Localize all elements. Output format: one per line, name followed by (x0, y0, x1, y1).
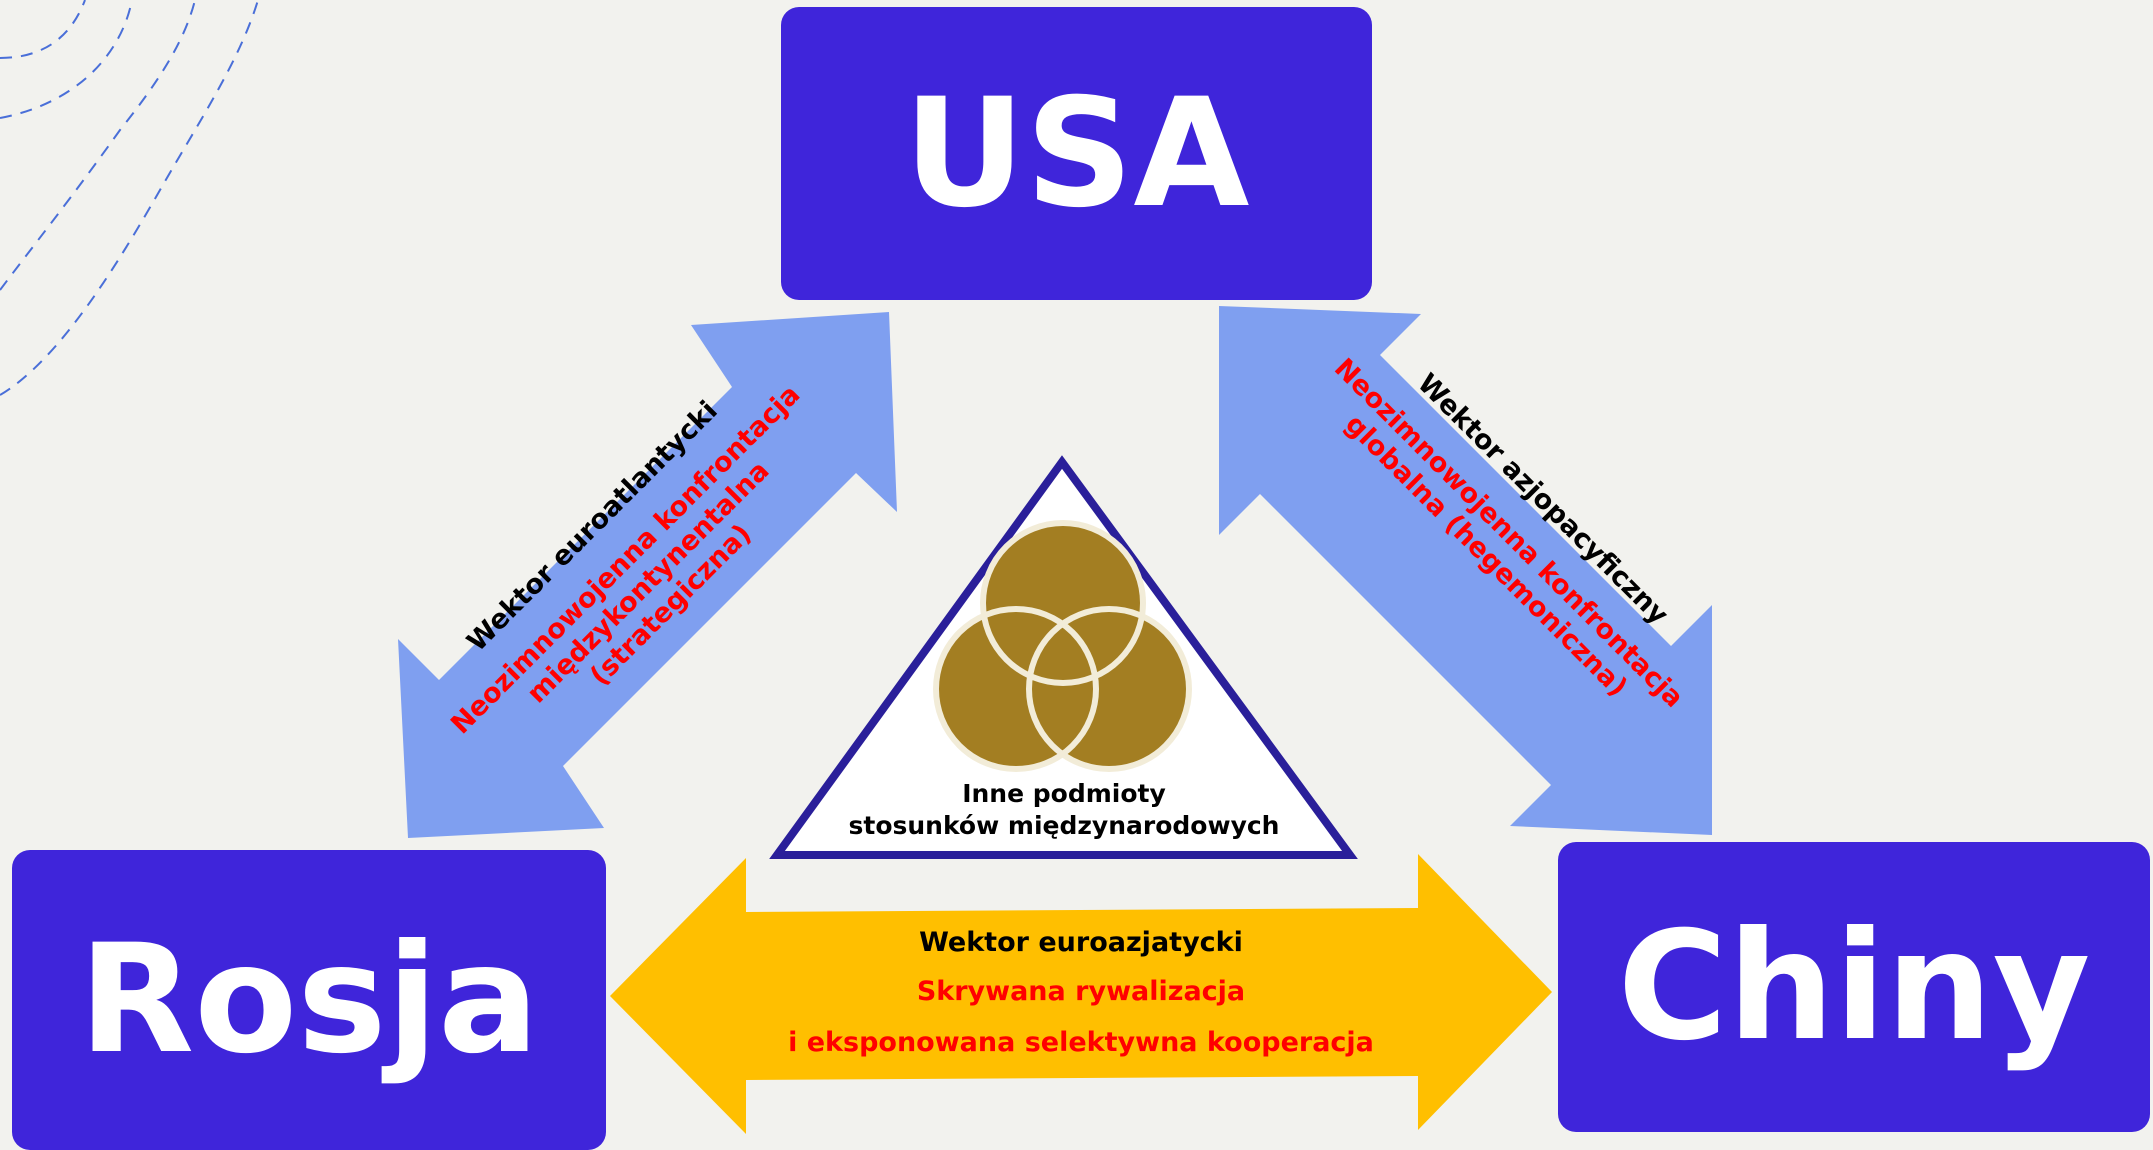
euroatlantic-label: Wektor euroatlantycki Neozimnowojenna ko… (445, 379, 806, 740)
euroasian-label: Wektor euroazjatycki Skrywana rywalizacj… (788, 927, 1374, 1058)
asiapacific-arrow (1219, 306, 1712, 835)
euroasian-line1: Skrywana rywalizacja (917, 976, 1245, 1007)
center-label-line2: stosunków międzynarodowych (849, 811, 1280, 840)
rosja-box: Rosja (12, 850, 606, 1150)
euroasian-arrow (610, 854, 1552, 1134)
euroatlantic-arrow (398, 312, 897, 838)
center-label: Inne podmioty stosunków międzynarodowych (849, 779, 1280, 840)
chiny-label: Chiny (1617, 900, 2091, 1074)
chiny-box: Chiny (1558, 842, 2150, 1132)
rosja-label: Rosja (78, 913, 540, 1087)
center-label-line1: Inne podmioty (962, 779, 1166, 808)
euroasian-title: Wektor euroazjatycki (919, 927, 1243, 958)
euroasian-line2: i eksponowana selektywna kooperacja (788, 1027, 1374, 1058)
usa-box: USA (781, 7, 1372, 300)
usa-label: USA (903, 66, 1250, 241)
venn-circles-icon (933, 520, 1192, 772)
decorative-contour-lines (0, 0, 259, 396)
